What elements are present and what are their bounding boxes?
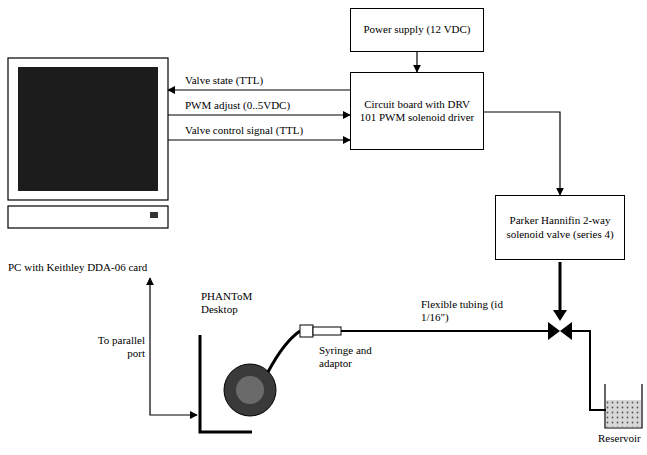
node-label: Parker Hannifin 2-way solenoid valve (se…: [504, 214, 616, 240]
power-supply-box: Power supply (12 VDC): [350, 8, 484, 52]
solenoid-valve-box: Parker Hannifin 2-way solenoid valve (se…: [495, 195, 625, 260]
signal-label: PWM adjust (0..5VDC): [184, 99, 291, 112]
adaptor: [300, 325, 313, 337]
phantom-arm: [268, 331, 300, 372]
monitor-screen: [18, 67, 158, 191]
node-label: PHANToM Desktop: [201, 290, 257, 316]
pc-base: [8, 206, 168, 228]
pc-button: [150, 212, 158, 218]
signal-connector: [416, 52, 417, 72]
actuator-arrowhead: [553, 310, 567, 321]
outlet-tubing: [572, 331, 620, 410]
syringe-barrel: [313, 327, 341, 335]
syringe-label: Syringe and adaptor: [318, 344, 380, 370]
phantom-device: PHANToM Desktop: [197, 288, 297, 438]
valve-symbol: [548, 322, 560, 340]
node-label: Power supply (12 VDC): [363, 23, 470, 36]
phantom-hub: [236, 376, 264, 404]
reservoir-beaker: [605, 384, 642, 428]
flexible-tubing: [341, 330, 548, 332]
node-label: Circuit board with DRV 101 PWM solenoid …: [359, 98, 475, 124]
valve-symbol: [560, 322, 572, 340]
signal-connector: [168, 139, 350, 140]
signal-connector: [150, 278, 197, 415]
signal-label: Valve state (TTL): [184, 74, 264, 87]
signal-label: Valve control signal (TTL): [184, 124, 304, 137]
node-label: PC with Keithley DDA-06 card: [8, 261, 148, 274]
signal-label: To parallel port: [92, 334, 146, 360]
signal-connector: [484, 112, 560, 195]
reservoir-liquid: [606, 400, 641, 427]
signal-connector: [168, 114, 350, 115]
signal-connector: [168, 89, 350, 90]
monitor-case: [8, 58, 168, 200]
reservoir-label: Reservoir: [597, 432, 647, 445]
actuator-arrow: [559, 262, 562, 312]
tubing-label: Flexible tubing (id 1/16"): [420, 298, 504, 324]
circuit-board-box: Circuit board with DRV 101 PWM solenoid …: [350, 72, 484, 150]
pc-computer: PC with Keithley DDA-06 card: [8, 58, 168, 278]
